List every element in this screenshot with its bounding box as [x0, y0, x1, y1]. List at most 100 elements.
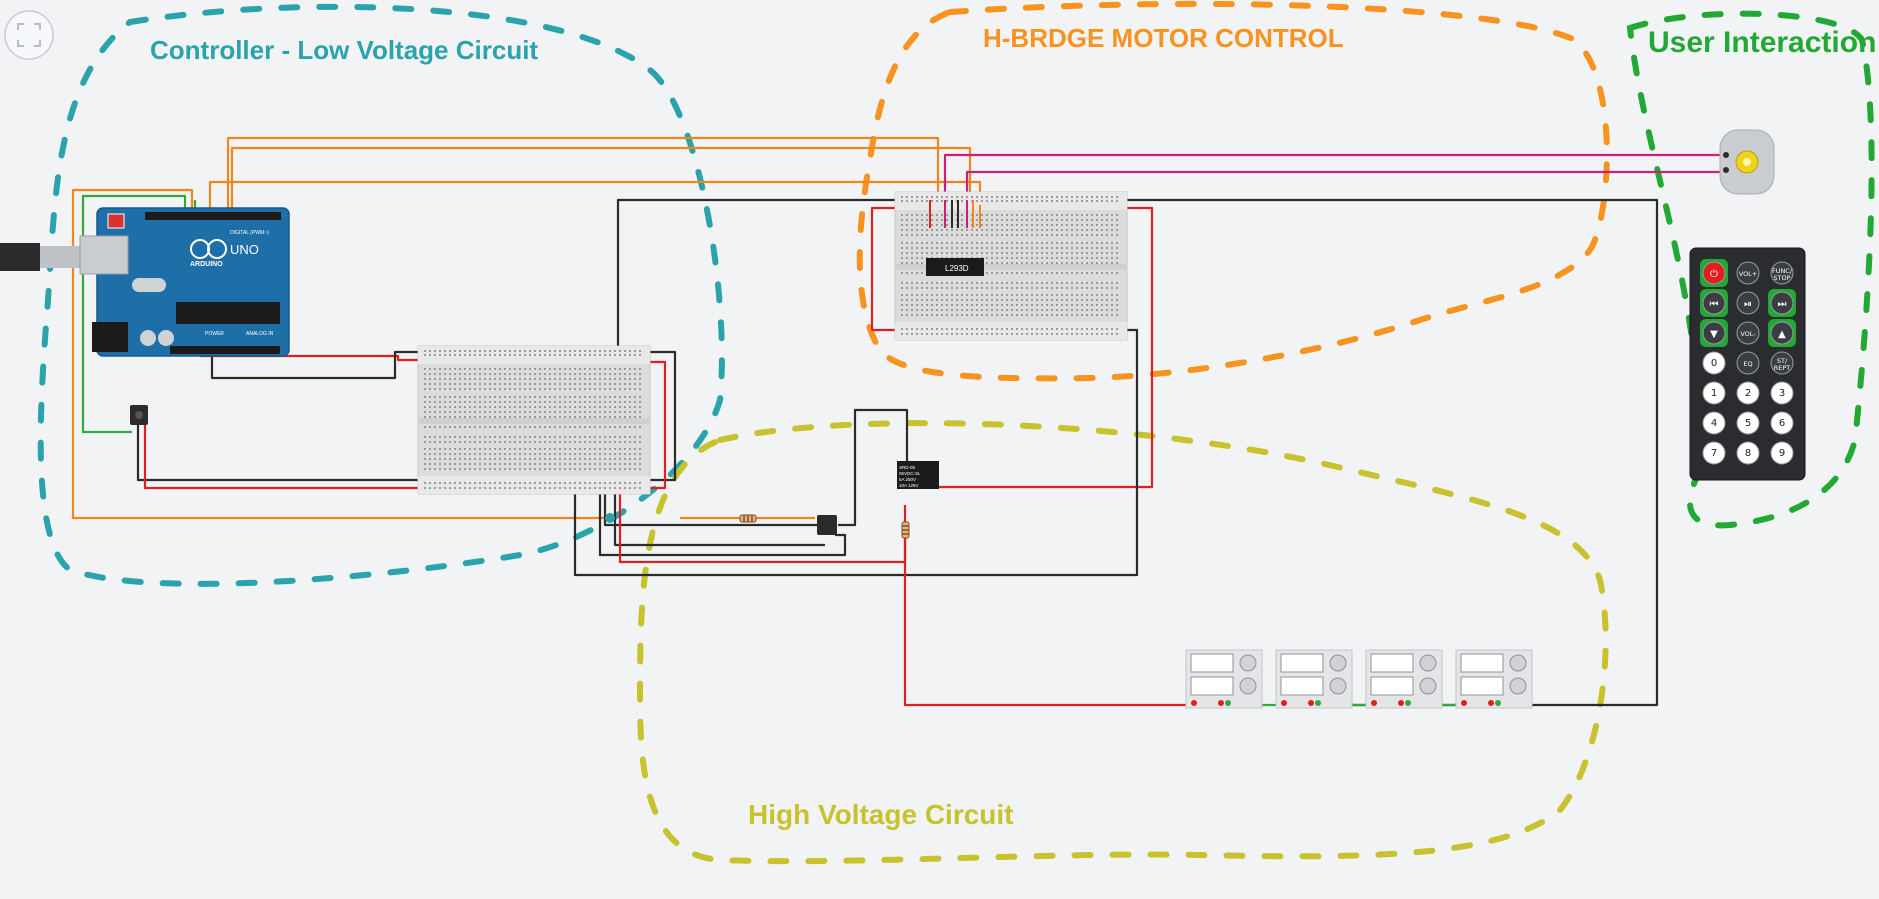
breadboard-hole: [434, 401, 436, 403]
breadboard-hole: [554, 426, 556, 428]
remote-button-2[interactable]: 2: [1736, 381, 1760, 405]
breadboard-hole: [584, 373, 586, 375]
down-button[interactable]: ▼: [1700, 319, 1728, 347]
remote-button-1[interactable]: 1: [1702, 381, 1726, 405]
breadboard-hole: [1011, 304, 1013, 306]
breadboard-hole: [916, 328, 918, 330]
remote-button-7[interactable]: 7: [1702, 441, 1726, 465]
arduino-uno[interactable]: UNO ARDUINO DIGITAL (PWM~) POWER ANALOG …: [79, 207, 290, 357]
breadboard-hole: [479, 373, 481, 375]
power-button[interactable]: ⏻: [1700, 259, 1728, 287]
breadboard-hole: [524, 453, 526, 455]
remote-button-3[interactable]: 3: [1770, 381, 1794, 405]
breadboard-hole: [911, 272, 913, 274]
breadboard-hole: [991, 257, 993, 259]
remote-button-0[interactable]: 0: [1702, 351, 1726, 375]
breadboard-hole: [1041, 309, 1043, 311]
l293d-chip[interactable]: L293D: [926, 258, 984, 276]
breadboard-hole: [474, 354, 476, 356]
breadboard-hole: [981, 328, 983, 330]
breadboard-main[interactable]: [417, 345, 651, 495]
arduino-reset-button: [107, 213, 125, 229]
breadboard-hole: [429, 436, 431, 438]
fast-forward-button[interactable]: ⏭: [1768, 289, 1796, 317]
ir-receiver[interactable]: [130, 405, 148, 425]
remote-button-label: 4: [1711, 418, 1717, 429]
breadboard-hole: [614, 448, 616, 450]
breadboard-hole: [1056, 299, 1058, 301]
breadboard-hole: [1116, 196, 1118, 198]
breadboard-hole: [1001, 294, 1003, 296]
breadboard-hole: [936, 200, 938, 202]
breadboard-hole: [986, 247, 988, 249]
breadboard-hole: [529, 396, 531, 398]
fit-to-view-button[interactable]: [4, 10, 54, 60]
breadboard-hole: [1031, 224, 1033, 226]
breadboard-hole: [1041, 242, 1043, 244]
zone-title-highvoltage: High Voltage Circuit: [748, 799, 1014, 830]
rewind-button[interactable]: ⏮: [1700, 289, 1728, 317]
breadboard-hole: [569, 487, 571, 489]
play-pause-button[interactable]: ⏯: [1736, 291, 1760, 315]
lamp[interactable]: [1365, 649, 1443, 709]
lamp[interactable]: [1455, 649, 1533, 709]
breadboard-hole: [444, 416, 446, 418]
breadboard-hole: [946, 299, 948, 301]
breadboard-hole: [534, 401, 536, 403]
breadboard-hole: [951, 247, 953, 249]
breadboard-hole: [1091, 257, 1093, 259]
breadboard-hole: [494, 426, 496, 428]
breadboard-hole: [916, 219, 918, 221]
resistor-vertical[interactable]: [901, 521, 910, 539]
remote-button-vol-[interactable]: VOL+: [1736, 261, 1760, 285]
breadboard-hole: [921, 314, 923, 316]
breadboard-hole: [604, 406, 606, 408]
breadboard-hole: [1091, 196, 1093, 198]
up-button[interactable]: ▲: [1768, 319, 1796, 347]
dc-motor[interactable]: [1719, 129, 1775, 195]
breadboard-hole: [966, 314, 968, 316]
remote-button-9[interactable]: 9: [1770, 441, 1794, 465]
breadboard-hole: [1081, 287, 1083, 289]
transistor[interactable]: [817, 515, 837, 535]
breadboard-hole: [921, 294, 923, 296]
breadboard-hole: [1046, 304, 1048, 306]
remote-button-8[interactable]: 8: [1736, 441, 1760, 465]
breadboard-hole: [941, 229, 943, 231]
breadboard-hole: [936, 304, 938, 306]
breadboard-hole: [464, 482, 466, 484]
breadboard-hole: [474, 401, 476, 403]
breadboard-hole: [534, 426, 536, 428]
breadboard-hole: [1081, 257, 1083, 259]
remote-button-st-rept[interactable]: ST/REPT: [1770, 351, 1794, 375]
resistor-horizontal[interactable]: [739, 514, 757, 523]
breadboard-hole: [529, 383, 531, 385]
relay-module[interactable]: SRD-05 05VDC-SL 5A 250V 10A 125V: [897, 461, 939, 489]
breadboard-hole: [1051, 229, 1053, 231]
breadboard-hole: [439, 373, 441, 375]
remote-button-vol-[interactable]: VOL-: [1736, 321, 1760, 345]
arduino-model: UNO: [230, 242, 259, 257]
breadboard-hole: [559, 396, 561, 398]
breadboard-hole: [464, 468, 466, 470]
breadboard-hole: [1111, 299, 1113, 301]
remote-button-5[interactable]: 5: [1736, 411, 1760, 435]
remote-button-eq[interactable]: EQ: [1736, 351, 1760, 375]
breadboard-hole: [529, 448, 531, 450]
remote-button-4[interactable]: 4: [1702, 411, 1726, 435]
zone-title-user: User Interaction: [1648, 26, 1876, 59]
remote-button-func-stop[interactable]: FUNC/STOP: [1770, 261, 1794, 285]
breadboard-hole: [539, 388, 541, 390]
breadboard-hole: [1036, 333, 1038, 335]
breadboard-hole: [514, 368, 516, 370]
lamp[interactable]: [1185, 649, 1263, 709]
breadboard-hole: [494, 453, 496, 455]
remote-button-label: 6: [1779, 418, 1785, 429]
breadboard-hole: [574, 350, 576, 352]
breadboard-hole: [1026, 282, 1028, 284]
breadboard-hole: [549, 436, 551, 438]
lamp[interactable]: [1275, 649, 1353, 709]
remote-button-6[interactable]: 6: [1770, 411, 1794, 435]
